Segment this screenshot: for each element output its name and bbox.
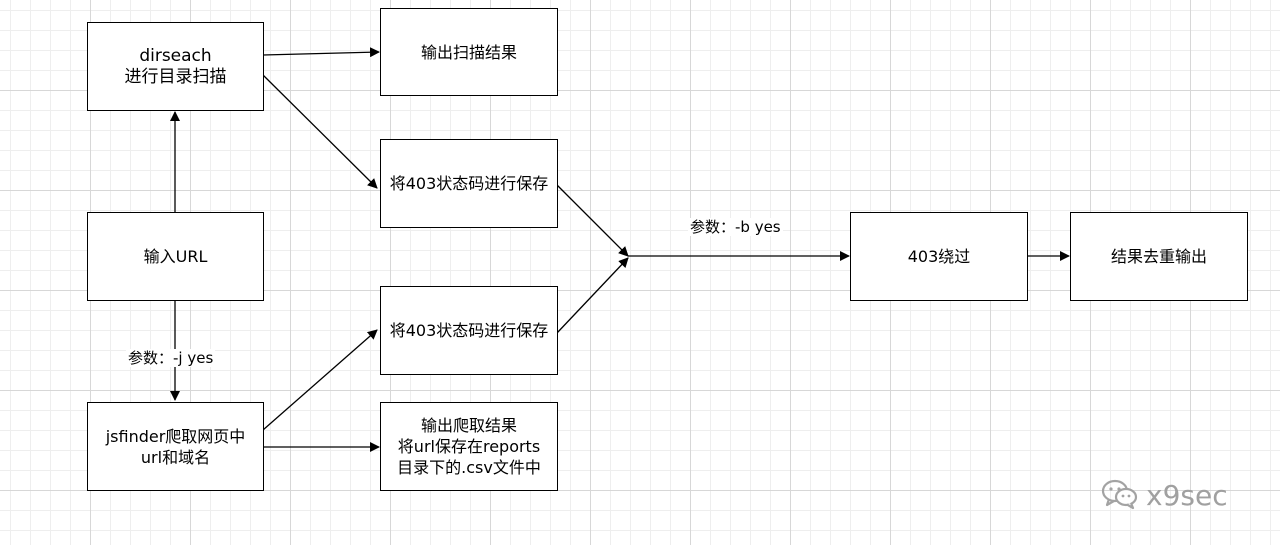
line-save-top-to-merge — [556, 184, 629, 257]
node-dedupe-output-label: 结果去重输出 — [1110, 247, 1207, 266]
node-jsfinder: jsfinder爬取网页中 url和域名 — [87, 402, 264, 491]
arrow-dirsearch-to-output-scan — [262, 47, 380, 58]
node-jsfinder-label: jsfinder爬取网页中 url和域名 — [105, 426, 246, 467]
node-dedupe-output: 结果去重输出 — [1070, 212, 1248, 301]
node-bypass-403-label: 403绕过 — [907, 247, 971, 266]
node-dirsearch-label: dirseach 进行目录扫描 — [124, 45, 227, 87]
node-output-crawl-label: 输出爬取结果 将url保存在reports 目录下的.csv文件中 — [397, 416, 541, 477]
node-save-403-bottom-label: 将403状态码进行保存 — [389, 321, 549, 340]
node-save-403-bottom: 将403状态码进行保存 — [380, 286, 558, 375]
edge-label-param-j: 参数：-j yes — [126, 349, 216, 367]
node-input-url: 输入URL — [87, 212, 264, 301]
node-output-scan: 输出扫描结果 — [380, 8, 558, 96]
node-save-403-top: 将403状态码进行保存 — [380, 139, 558, 228]
node-save-403-top-label: 将403状态码进行保存 — [389, 174, 549, 193]
node-output-crawl: 输出爬取结果 将url保存在reports 目录下的.csv文件中 — [380, 402, 558, 491]
node-input-url-label: 输入URL — [143, 247, 208, 266]
wechat-icon — [1100, 477, 1140, 515]
node-dirsearch: dirseach 进行目录扫描 — [87, 22, 264, 111]
arrow-dirsearch-to-save-403-top — [262, 74, 378, 189]
arrow-jsfinder-to-save-403-bottom — [262, 329, 378, 431]
line-save-bottom-to-merge — [556, 257, 629, 334]
watermark-text: x9sec — [1146, 479, 1228, 512]
watermark: x9sec — [1100, 478, 1228, 514]
node-bypass-403: 403绕过 — [850, 212, 1028, 301]
node-output-scan-label: 输出扫描结果 — [420, 42, 517, 62]
edge-label-param-b: 参数：-b yes — [688, 218, 783, 236]
